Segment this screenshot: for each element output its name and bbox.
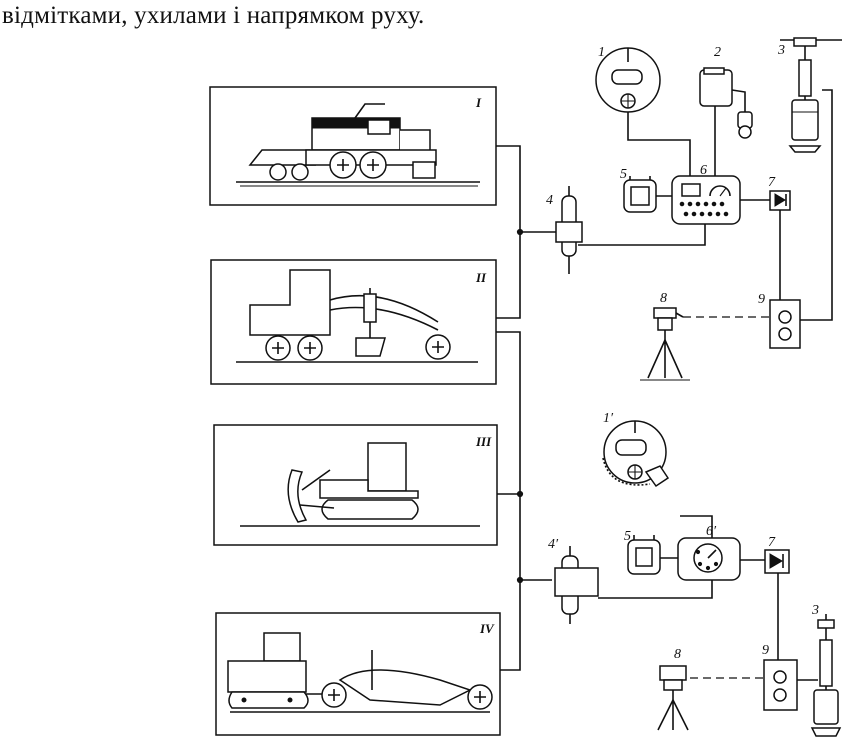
component-6-panel: 6	[671, 163, 741, 225]
label-7: 7	[768, 175, 776, 190]
label-8b: 8	[674, 647, 681, 662]
component-1-sensor: 1	[595, 45, 661, 113]
panel-ii-label: II	[475, 270, 487, 285]
label-8: 8	[660, 291, 667, 306]
wiring	[496, 89, 833, 681]
label-3: 3	[777, 43, 785, 58]
component-5-box: 5	[620, 167, 657, 213]
panel-iv-scraper: IV	[215, 612, 501, 736]
component-3-mast: 3	[777, 37, 842, 153]
component-8b-laser: 8	[657, 647, 689, 731]
component-7b-diode: 7	[764, 535, 790, 574]
bulldozer-icon	[240, 442, 480, 527]
component-7-diode: 7	[768, 175, 791, 211]
label-1p: 1′	[603, 411, 614, 426]
panel-i-paver: I	[209, 86, 497, 206]
label-4p: 4′	[548, 537, 559, 552]
page-heading: відмітками, ухилами і напрямком руху.	[2, 2, 425, 29]
component-6p-panel: 6′	[677, 524, 741, 581]
scraper-icon	[227, 632, 493, 713]
panel-iii-bulldozer: III	[213, 424, 498, 546]
label-1: 1	[598, 45, 605, 60]
component-3b-mast: 3	[810, 603, 842, 737]
grader-icon	[236, 269, 478, 363]
component-1p-sensor: 1′	[602, 411, 670, 488]
component-2-unit: 2	[699, 45, 753, 139]
label-3b: 3	[811, 603, 819, 618]
panel-ii-grader: II	[210, 259, 497, 385]
label-4: 4	[546, 193, 553, 208]
panel-iii-label: III	[475, 434, 492, 449]
paver-icon	[236, 103, 480, 187]
label-5: 5	[620, 167, 627, 182]
component-9-receiver: 9	[758, 292, 801, 349]
label-9: 9	[758, 292, 765, 307]
panel-iv-label: IV	[479, 621, 495, 636]
label-2: 2	[714, 45, 721, 60]
label-9b: 9	[762, 643, 769, 658]
component-8-laser: 8	[640, 291, 690, 381]
component-5b-box: 5	[624, 529, 661, 575]
label-7b: 7	[768, 535, 776, 550]
label-5b: 5	[624, 529, 631, 544]
label-6p: 6′	[706, 524, 717, 539]
component-9b-receiver: 9	[762, 643, 798, 711]
panel-i-label: I	[475, 95, 482, 110]
label-6: 6	[700, 163, 707, 178]
component-4p-hydro: 4′	[548, 537, 599, 624]
component-4-hydro: 4	[546, 186, 583, 274]
